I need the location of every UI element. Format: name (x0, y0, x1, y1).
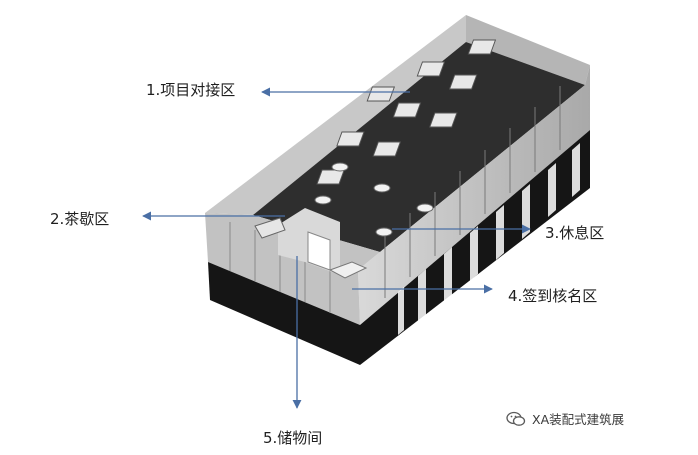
watermark: XA装配式建筑展 (506, 409, 624, 428)
lounge-tables (314, 162, 434, 237)
front-right-wall-panels (384, 86, 561, 298)
front-left-base (208, 262, 360, 365)
checkin-desk (328, 261, 368, 279)
zone-label-check-in: 4.签到核名区 (508, 287, 598, 305)
zone-label-tea-break: 2.茶歇区 (50, 210, 110, 228)
tea-counter (254, 217, 286, 239)
end-wall (466, 15, 590, 85)
zone-label-storage: 5.储物间 (263, 429, 323, 447)
front-right-wall (358, 65, 590, 325)
zone-label-lounge: 3.休息区 (545, 224, 605, 242)
meeting-tables (316, 39, 497, 185)
floor (253, 42, 585, 252)
watermark-text: XA装配式建筑展 (532, 412, 625, 427)
back-wall (205, 15, 466, 215)
wechat-icon (506, 411, 526, 426)
zone-label-project-docking: 1.项目对接区 (146, 81, 236, 99)
